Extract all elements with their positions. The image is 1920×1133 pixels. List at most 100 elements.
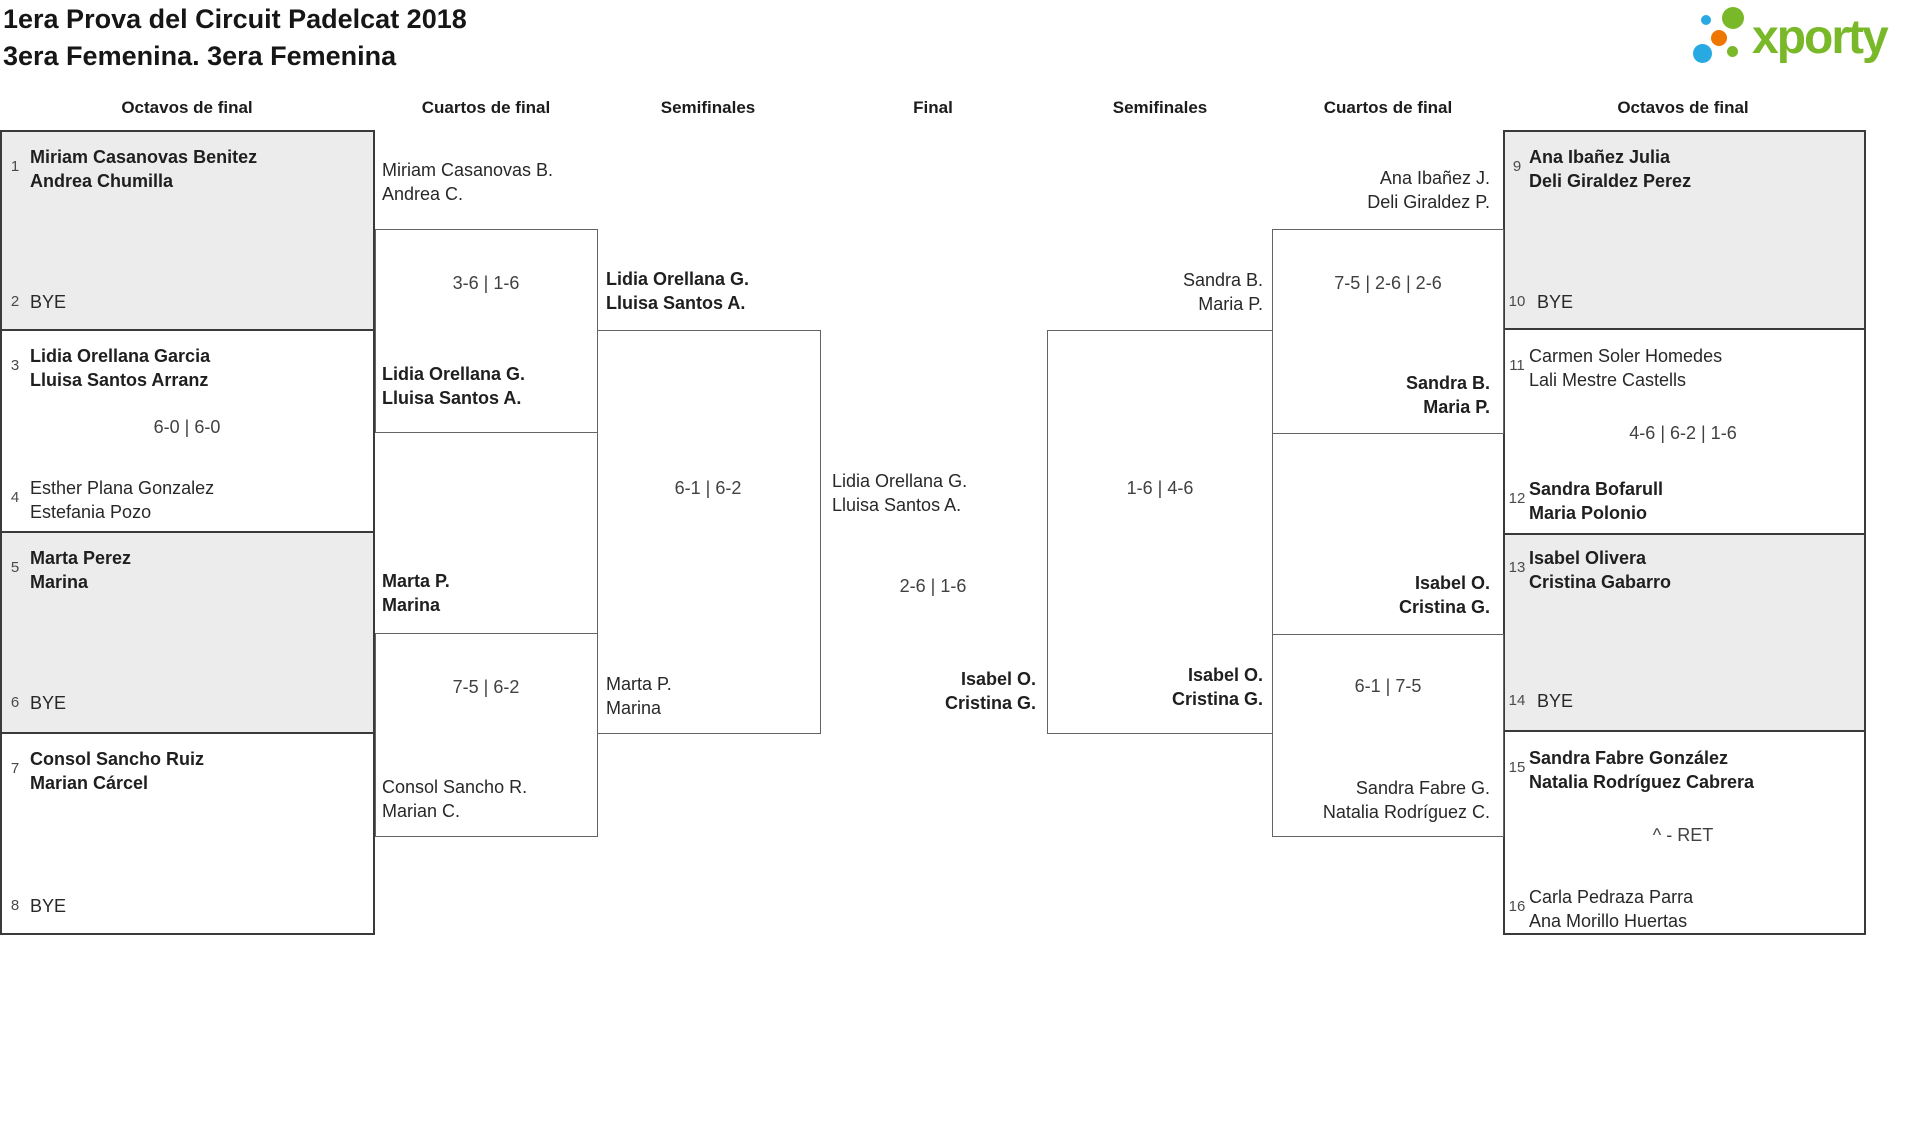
match-score: 4-6 | 6-2 | 1-6: [1629, 423, 1737, 443]
player-name: Estefania Pozo: [30, 502, 152, 522]
logo-dot-icon: [1701, 15, 1711, 25]
team-entry: Lidia Orellana Garcia Lluisa Santos Arra…: [30, 344, 210, 392]
player-name: Carmen Soler Homedes: [1529, 346, 1723, 366]
team-entry: Carmen Soler Homedes Lali Mestre Castell…: [1529, 344, 1722, 392]
team-entry: Lidia Orellana G. Lluisa Santos A.: [832, 469, 967, 517]
player-name: Ana Ibañez Julia: [1529, 147, 1671, 167]
player-name: Natalia Rodríguez Cabrera: [1529, 772, 1755, 792]
team-entry: BYE: [1537, 689, 1573, 713]
player-name: Sandra B.: [1182, 270, 1263, 290]
logo-text: xporty: [1752, 11, 1889, 64]
logo-dot-icon: [1722, 7, 1744, 29]
player-name: Consol Sancho Ruiz: [30, 749, 205, 769]
player-name: Natalia Rodríguez C.: [1322, 802, 1490, 822]
player-name: Lluisa Santos Arranz: [30, 370, 209, 390]
seed-number: 14: [1508, 692, 1526, 709]
match-score: 1-6 | 4-6: [1126, 478, 1194, 498]
team-entry: Miriam Casanovas Benitez Andrea Chumilla: [30, 145, 257, 193]
team-entry: Sandra B. Maria P.: [1183, 268, 1263, 316]
round-header-octavos-left: Octavos de final: [121, 98, 253, 117]
octavos-right-match3-box: [1503, 533, 1866, 732]
player-name: Andrea Chumilla: [30, 171, 174, 191]
player-name: Lidia Orellana G.: [382, 364, 526, 384]
match-score: 7-5 | 6-2: [452, 677, 520, 697]
seed-number: 1: [10, 158, 20, 175]
player-name: Marta P.: [606, 674, 672, 694]
player-name: Miriam Casanovas B.: [382, 160, 554, 180]
match-score: 6-0 | 6-0: [153, 417, 221, 437]
team-entry: Isabel O. Cristina G.: [945, 667, 1036, 715]
player-name: Isabel O.: [1414, 573, 1490, 593]
player-name: Carla Pedraza Parra: [1529, 887, 1694, 907]
round-header-semis-right: Semifinales: [1112, 98, 1208, 117]
logo-dot-icon: [1727, 46, 1738, 57]
logo-dot-icon: [1711, 30, 1727, 46]
player-name: Ana Ibañez J.: [1379, 168, 1490, 188]
team-entry: Ana Ibañez J. Deli Giraldez P.: [1367, 166, 1490, 214]
seed-number: 9: [1512, 158, 1522, 175]
player-name: Deli Giraldez Perez: [1529, 171, 1692, 191]
player-name: Marian Cárcel: [30, 773, 149, 793]
team-entry: BYE: [30, 290, 66, 314]
match-score: 6-1 | 7-5: [1354, 676, 1422, 696]
player-name: Andrea C.: [382, 184, 464, 204]
team-entry: Esther Plana Gonzalez Estefania Pozo: [30, 476, 214, 524]
octavos-left-match4-box: [0, 732, 375, 935]
match-score: 6-1 | 6-2: [674, 478, 742, 498]
cuartos-left-match2-box: [375, 633, 598, 837]
player-name: Lidia Orellana G.: [832, 471, 968, 491]
player-name: Lluisa Santos A.: [382, 388, 522, 408]
player-name: Marta P.: [382, 571, 450, 591]
team-entry: Sandra Fabre González Natalia Rodríguez …: [1529, 746, 1754, 794]
team-entry: Miriam Casanovas B. Andrea C.: [382, 158, 553, 206]
team-entry: Sandra Fabre G. Natalia Rodríguez C.: [1323, 776, 1490, 824]
team-entry: Consol Sancho R. Marian C.: [382, 775, 527, 823]
player-name: Marina: [30, 572, 89, 592]
player-name: Marta Perez: [30, 548, 132, 568]
team-entry: Ana Ibañez Julia Deli Giraldez Perez: [1529, 145, 1691, 193]
team-entry: Marta P. Marina: [382, 569, 450, 617]
logo-dot-icon: [1693, 44, 1712, 63]
player-name: Marian C.: [382, 801, 461, 821]
category-subtitle: 3era Femenina. 3era Femenina: [3, 41, 397, 71]
player-name: Cristina G.: [1398, 597, 1490, 617]
semifinal-left-box: [597, 330, 821, 734]
team-entry: Lidia Orellana G. Lluisa Santos A.: [382, 362, 525, 410]
page-title: 1era Prova del Circuit Padelcat 2018 3er…: [3, 1, 467, 75]
seed-number: 13: [1508, 559, 1526, 576]
seed-number: 8: [10, 897, 20, 914]
player-name: Lidia Orellana Garcia: [30, 346, 211, 366]
player-name: Cristina G.: [944, 693, 1036, 713]
octavos-right-match4-box: [1503, 730, 1866, 935]
player-name: Isabel O.: [960, 669, 1036, 689]
player-name: Maria Polonio: [1529, 503, 1648, 523]
match-score: 3-6 | 1-6: [452, 273, 520, 293]
round-header-octavos-right: Octavos de final: [1617, 98, 1749, 117]
round-header-cuartos-right: Cuartos de final: [1323, 98, 1453, 117]
round-header-semis-left: Semifinales: [660, 98, 756, 117]
player-name: Lluisa Santos A.: [606, 293, 746, 313]
seed-number: 12: [1508, 490, 1526, 507]
player-name: BYE: [30, 896, 67, 916]
team-entry: Carla Pedraza Parra Ana Morillo Huertas: [1529, 885, 1693, 933]
player-name: Sandra Fabre González: [1529, 748, 1729, 768]
player-name: Deli Giraldez P.: [1367, 192, 1490, 212]
player-name: Lali Mestre Castells: [1529, 370, 1687, 390]
player-name: Maria P.: [1423, 397, 1490, 417]
player-name: BYE: [30, 693, 67, 713]
player-name: Cristina Gabarro: [1529, 572, 1672, 592]
player-name: Sandra B.: [1405, 373, 1490, 393]
tournament-title: 1era Prova del Circuit Padelcat 2018: [3, 4, 467, 34]
player-name: Lidia Orellana G.: [606, 269, 750, 289]
round-header-final: Final: [913, 98, 953, 117]
team-entry: Isabel O. Cristina G.: [1399, 571, 1490, 619]
seed-number: 16: [1508, 898, 1526, 915]
player-name: Ana Morillo Huertas: [1529, 911, 1688, 931]
seed-number: 3: [10, 357, 20, 374]
team-entry: Lidia Orellana G. Lluisa Santos A.: [606, 267, 749, 315]
team-entry: Sandra B. Maria P.: [1406, 371, 1490, 419]
seed-number: 10: [1508, 293, 1526, 310]
octavos-right-match2-box: [1503, 328, 1866, 535]
player-name: Sandra Bofarull: [1529, 479, 1664, 499]
team-entry: Isabel Olivera Cristina Gabarro: [1529, 546, 1671, 594]
